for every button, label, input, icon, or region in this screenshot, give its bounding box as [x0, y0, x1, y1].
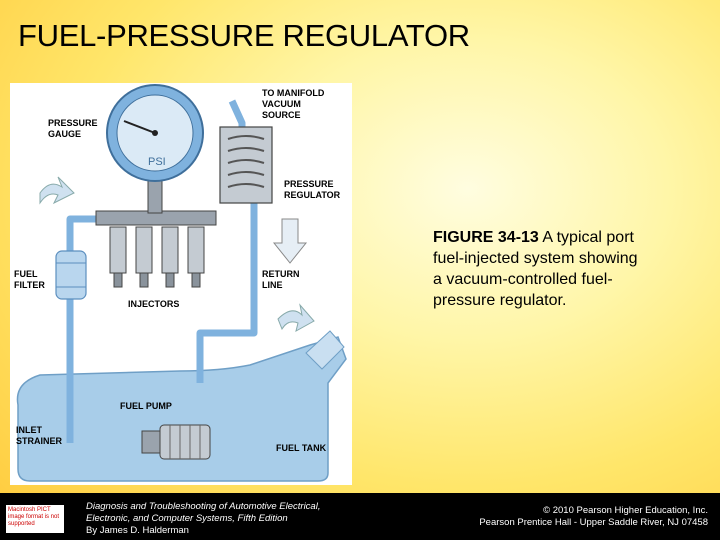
label-pressure-gauge-2: GAUGE	[48, 129, 81, 139]
label-fuel-pump: FUEL PUMP	[120, 401, 172, 411]
copyright: © 2010 Pearson Higher Education, Inc. Pe…	[479, 505, 708, 529]
flow-arrow-right	[277, 303, 315, 332]
label-psi: PSI	[148, 156, 166, 168]
label-inlet-strainer-1: INLET	[16, 425, 43, 435]
label-to-manifold-3: SOURCE	[262, 110, 301, 120]
logo-placeholder-text: Macintosh PICT image format is not suppo…	[8, 507, 60, 527]
figure-number: FIGURE 34-13	[433, 229, 539, 246]
copyright-line1: © 2010 Pearson Higher Education, Inc.	[543, 505, 708, 516]
filler-neck	[305, 330, 345, 370]
label-return-line-2: LINE	[262, 280, 283, 290]
pressure-gauge	[106, 84, 204, 214]
caption-text: A typical port fuel-injected system show…	[433, 229, 638, 309]
label-pressure-regulator-2: REGULATOR	[284, 190, 341, 200]
label-return-line-1: RETURN	[262, 269, 300, 279]
slide-title: FUEL-PRESSURE REGULATOR	[18, 18, 470, 53]
flow-arrow-left	[39, 176, 75, 205]
footer-bar: Macintosh PICT image format is not suppo…	[0, 493, 720, 540]
pressure-regulator-body	[219, 126, 273, 204]
return-flow-arrow	[272, 218, 308, 264]
book-author: By James D. Halderman	[86, 525, 189, 536]
publisher-logo: Macintosh PICT image format is not suppo…	[6, 505, 64, 533]
copyright-line2: Pearson Prentice Hall - Upper Saddle Riv…	[479, 517, 708, 528]
fuel-system-diagram: TO MANIFOLD VACUUM SOURCE PRESSURE GAUGE…	[10, 83, 352, 485]
diagram-svg: TO MANIFOLD VACUUM SOURCE PRESSURE GAUGE…	[14, 84, 347, 482]
label-fuel-filter-1: FUEL	[14, 269, 38, 279]
label-fuel-filter-2: FILTER	[14, 280, 45, 290]
label-pressure-regulator-1: PRESSURE	[284, 179, 334, 189]
label-injectors: INJECTORS	[128, 299, 179, 309]
return-line	[196, 201, 258, 383]
supply-line	[66, 215, 100, 443]
label-fuel-tank: FUEL TANK	[276, 443, 327, 453]
book-citation: Diagnosis and Troubleshooting of Automot…	[86, 501, 320, 537]
fuel-filter	[55, 250, 87, 300]
fuel-pump	[141, 424, 211, 460]
label-inlet-strainer-2: STRAINER	[16, 436, 63, 446]
label-to-manifold-1: TO MANIFOLD	[262, 88, 325, 98]
book-title-line2: Electronic, and Computer Systems, Fifth …	[86, 513, 288, 524]
book-title-line1: Diagnosis and Troubleshooting of Automot…	[86, 501, 321, 512]
label-pressure-gauge-1: PRESSURE	[48, 118, 98, 128]
label-to-manifold-2: VACUUM	[262, 99, 301, 109]
injectors	[109, 226, 205, 288]
figure-caption: FIGURE 34-13 A typical port fuel-injecte…	[433, 227, 648, 311]
